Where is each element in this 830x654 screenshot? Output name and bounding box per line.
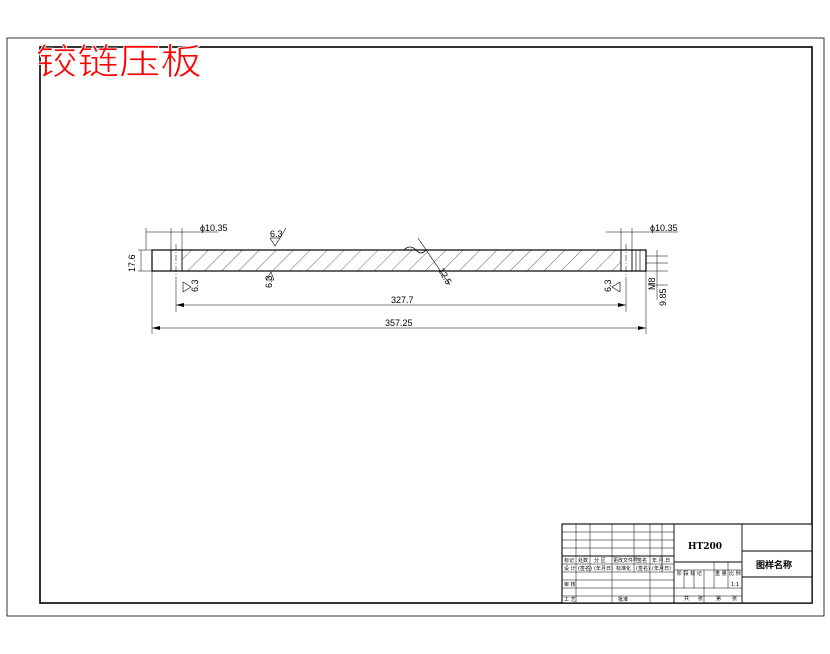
svg-text:(年月日): (年月日): [652, 565, 671, 572]
dim-overall-text: 357.25: [385, 318, 413, 328]
dim-hole-span: 327.7: [175, 280, 627, 312]
svg-text:共: 共: [684, 595, 689, 602]
svg-text:比 例: 比 例: [729, 570, 741, 577]
left-hole-area: [171, 250, 182, 271]
dim-hole-left: ϕ10.35: [145, 223, 228, 250]
svg-text:批准: 批准: [618, 596, 628, 603]
svg-text:(签名): (签名): [636, 565, 650, 572]
dim-right-side: M8 9.85: [646, 250, 668, 306]
dim-hole-left-text: ϕ10.35: [200, 223, 228, 233]
svg-text:设 计: 设 计: [564, 565, 576, 572]
svg-text:张: 张: [698, 595, 703, 602]
dim-edge-offset-text: 9.85: [658, 288, 668, 306]
dim-hole-span-text: 327.7: [391, 295, 414, 305]
svg-text:(年月日): (年月日): [594, 565, 613, 572]
svg-text:6.3: 6.3: [264, 275, 274, 288]
svg-text:更改文件号: 更改文件号: [613, 557, 638, 564]
roughness-left: 6.3: [182, 279, 200, 293]
outer-border: [6, 37, 825, 617]
roughness-top: 6.3: [269, 227, 287, 247]
title-block: HT200 图样名称 1:1 标记 处数 分 区 更改文件号 签名 年.月.日 …: [561, 523, 813, 604]
left-end-area: [152, 250, 171, 271]
dim-hole-right: ϕ10.35: [606, 223, 678, 250]
dim-overall: 357.25: [151, 271, 647, 334]
part-outline: [151, 249, 647, 272]
break-line: [403, 246, 427, 254]
dim-thickness-text: 17.6: [127, 254, 137, 272]
svg-text:分 区: 分 区: [594, 557, 606, 564]
svg-text:审 核: 审 核: [564, 581, 576, 588]
svg-text:6.3: 6.3: [603, 279, 613, 292]
part-section: [151, 244, 647, 280]
svg-text:年.月.日: 年.月.日: [652, 557, 670, 564]
dim-thickness: 17.6: [127, 249, 152, 272]
svg-text:6.3: 6.3: [270, 229, 283, 239]
svg-text:第: 第: [716, 595, 721, 602]
roughness-right: 6.3: [603, 279, 621, 293]
svg-text:张: 张: [732, 595, 737, 602]
svg-text:阶 段 标 记: 阶 段 标 记: [677, 570, 702, 577]
svg-text:标准化: 标准化: [616, 565, 631, 572]
drawing-name-text: 图样名称: [756, 559, 792, 571]
inner-frame: [39, 46, 813, 604]
dim-hole-right-text: ϕ10.35: [650, 223, 678, 233]
svg-text:工 艺: 工 艺: [564, 597, 576, 603]
svg-text:处数: 处数: [578, 557, 588, 564]
svg-text:签名: 签名: [637, 557, 647, 564]
scale-text: 1:1: [731, 582, 739, 588]
svg-text:重 量: 重 量: [715, 570, 727, 577]
svg-text:(签名): (签名): [578, 565, 592, 572]
dim-thread-text: M8: [647, 277, 657, 290]
svg-text:标记: 标记: [564, 557, 574, 564]
material-text: HT200: [688, 542, 722, 552]
drawing-title: 铰链压板: [36, 42, 202, 83]
part-hatch: [152, 250, 646, 271]
svg-text:6.3: 6.3: [190, 279, 200, 292]
right-hole-area: [621, 250, 646, 271]
roughness-bottom: 6.3: [264, 271, 275, 288]
